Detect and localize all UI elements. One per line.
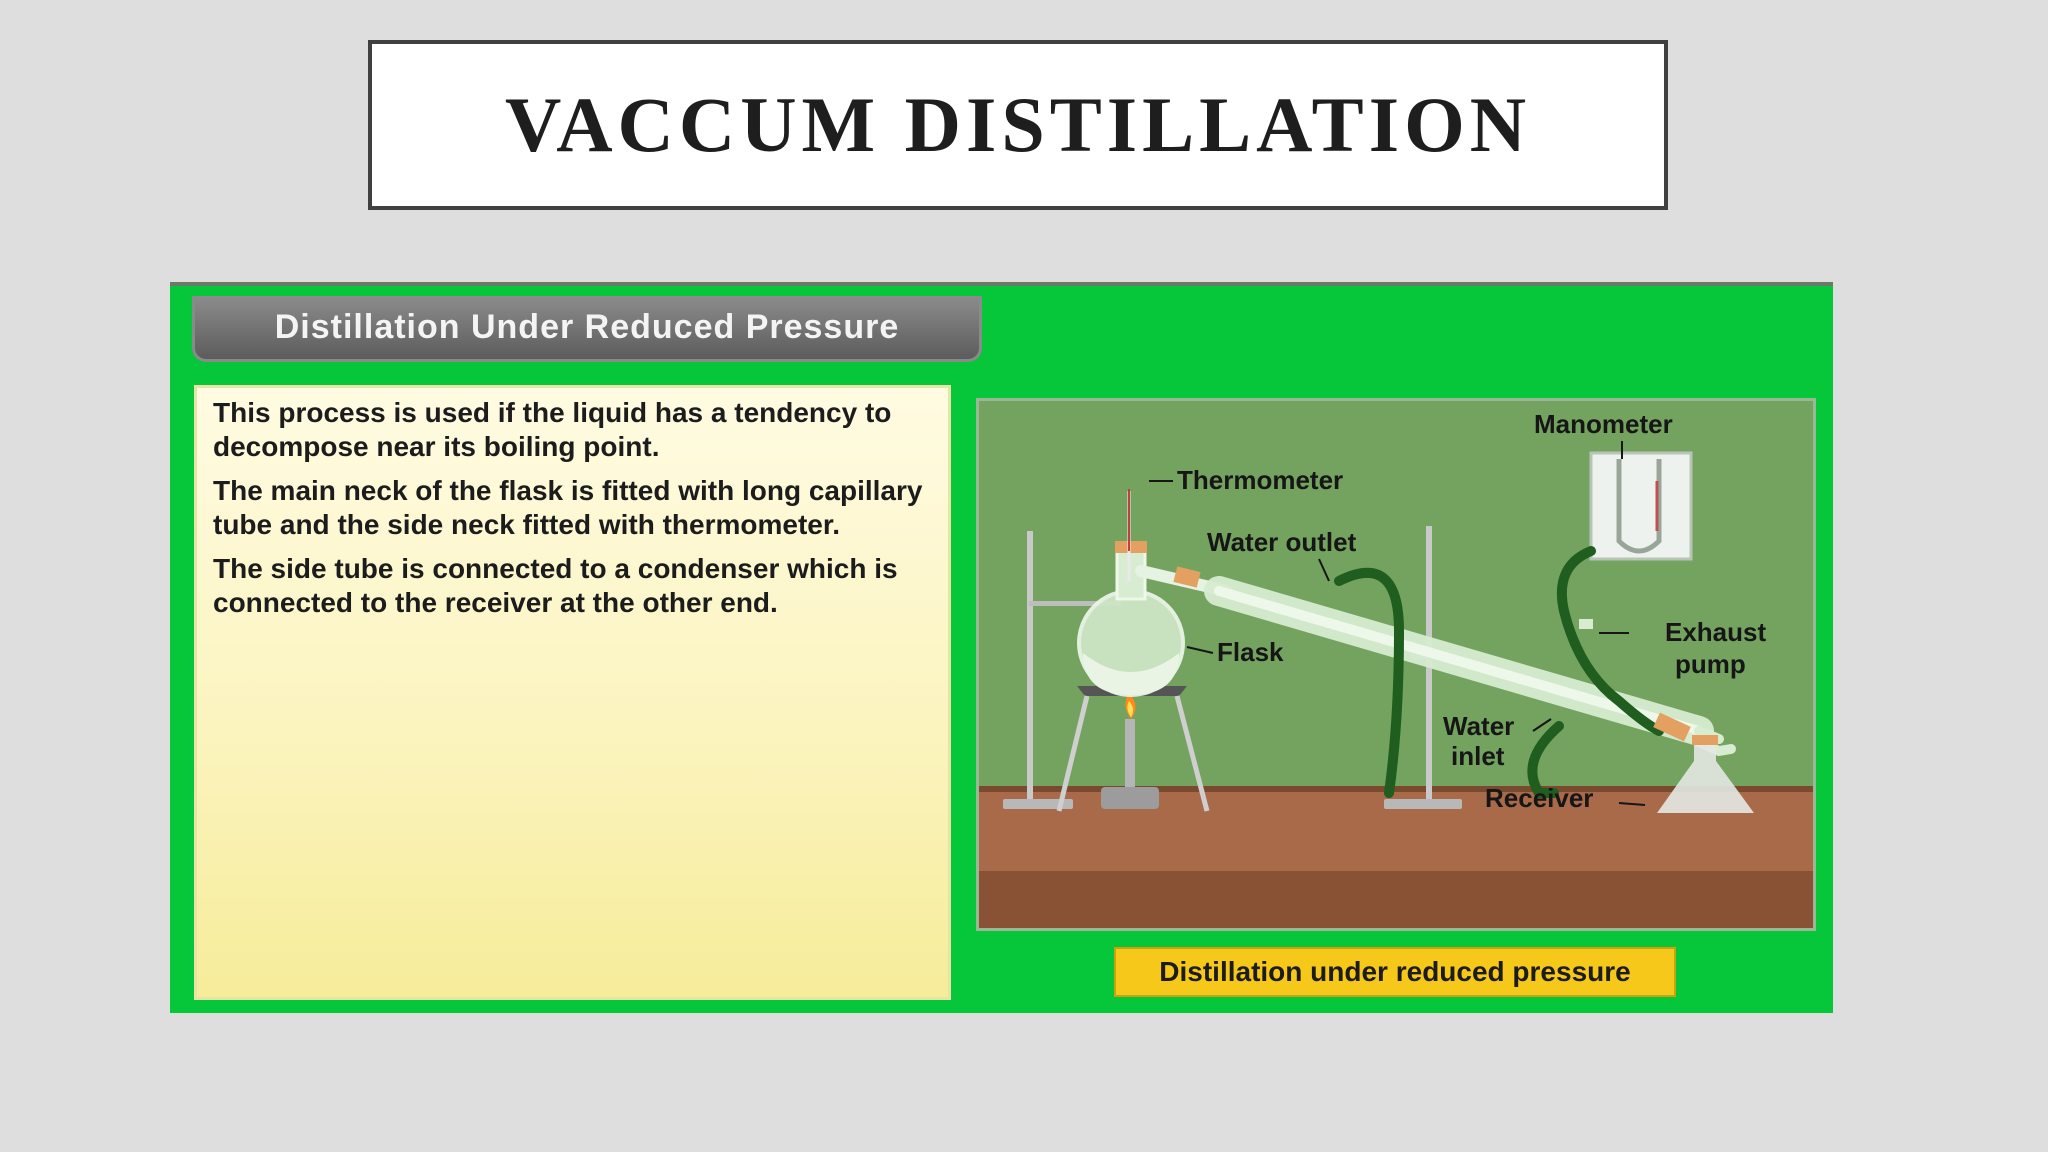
water-inlet-tube <box>1527 721 1564 798</box>
label-water-inlet-line1: Water <box>1443 711 1514 741</box>
panel-header-title: Distillation Under Reduced Pressure <box>274 308 900 346</box>
slide-title-box: VACCUM DISTILLATION <box>368 40 1668 210</box>
panel-header-tab: Distillation Under Reduced Pressure <box>192 296 982 362</box>
diagram-caption: Distillation under reduced pressure <box>1159 956 1631 987</box>
vacuum-tube <box>1556 546 1664 736</box>
label-flask: Flask <box>1217 637 1284 667</box>
description-card: This process is used if the liquid has a… <box>194 385 951 1000</box>
burner-icon <box>1101 693 1159 809</box>
content-panel: Distillation Under Reduced Pressure This… <box>170 282 1833 1013</box>
label-exhaust-line2: pump <box>1675 649 1746 679</box>
receiver-icon <box>1653 712 1754 813</box>
apparatus-illustration: Manometer Thermometer Water outlet Flask… <box>979 401 1813 928</box>
description-paragraph: The main neck of the flask is fitted wit… <box>213 475 923 540</box>
label-water-inlet-line2: inlet <box>1451 741 1505 771</box>
water-outlet-tube <box>1334 567 1405 798</box>
diagram-caption-box: Distillation under reduced pressure <box>1114 947 1676 997</box>
label-exhaust-line1: Exhaust <box>1665 617 1766 647</box>
label-manometer: Manometer <box>1534 409 1673 439</box>
panel-top-border <box>170 282 1833 286</box>
description-paragraph: The side tube is connected to a condense… <box>213 553 898 618</box>
apparatus-diagram: Manometer Thermometer Water outlet Flask… <box>976 398 1816 931</box>
description-paragraph: This process is used if the liquid has a… <box>213 397 892 462</box>
slide-title: VACCUM DISTILLATION <box>504 81 1532 168</box>
manometer-icon <box>1589 451 1693 561</box>
table-front <box>979 871 1813 928</box>
exhaust-joint <box>1579 619 1593 629</box>
label-water-outlet: Water outlet <box>1207 527 1357 557</box>
retort-stand-left-icon <box>1003 531 1121 809</box>
label-receiver: Receiver <box>1485 783 1593 813</box>
label-thermometer: Thermometer <box>1177 465 1343 495</box>
